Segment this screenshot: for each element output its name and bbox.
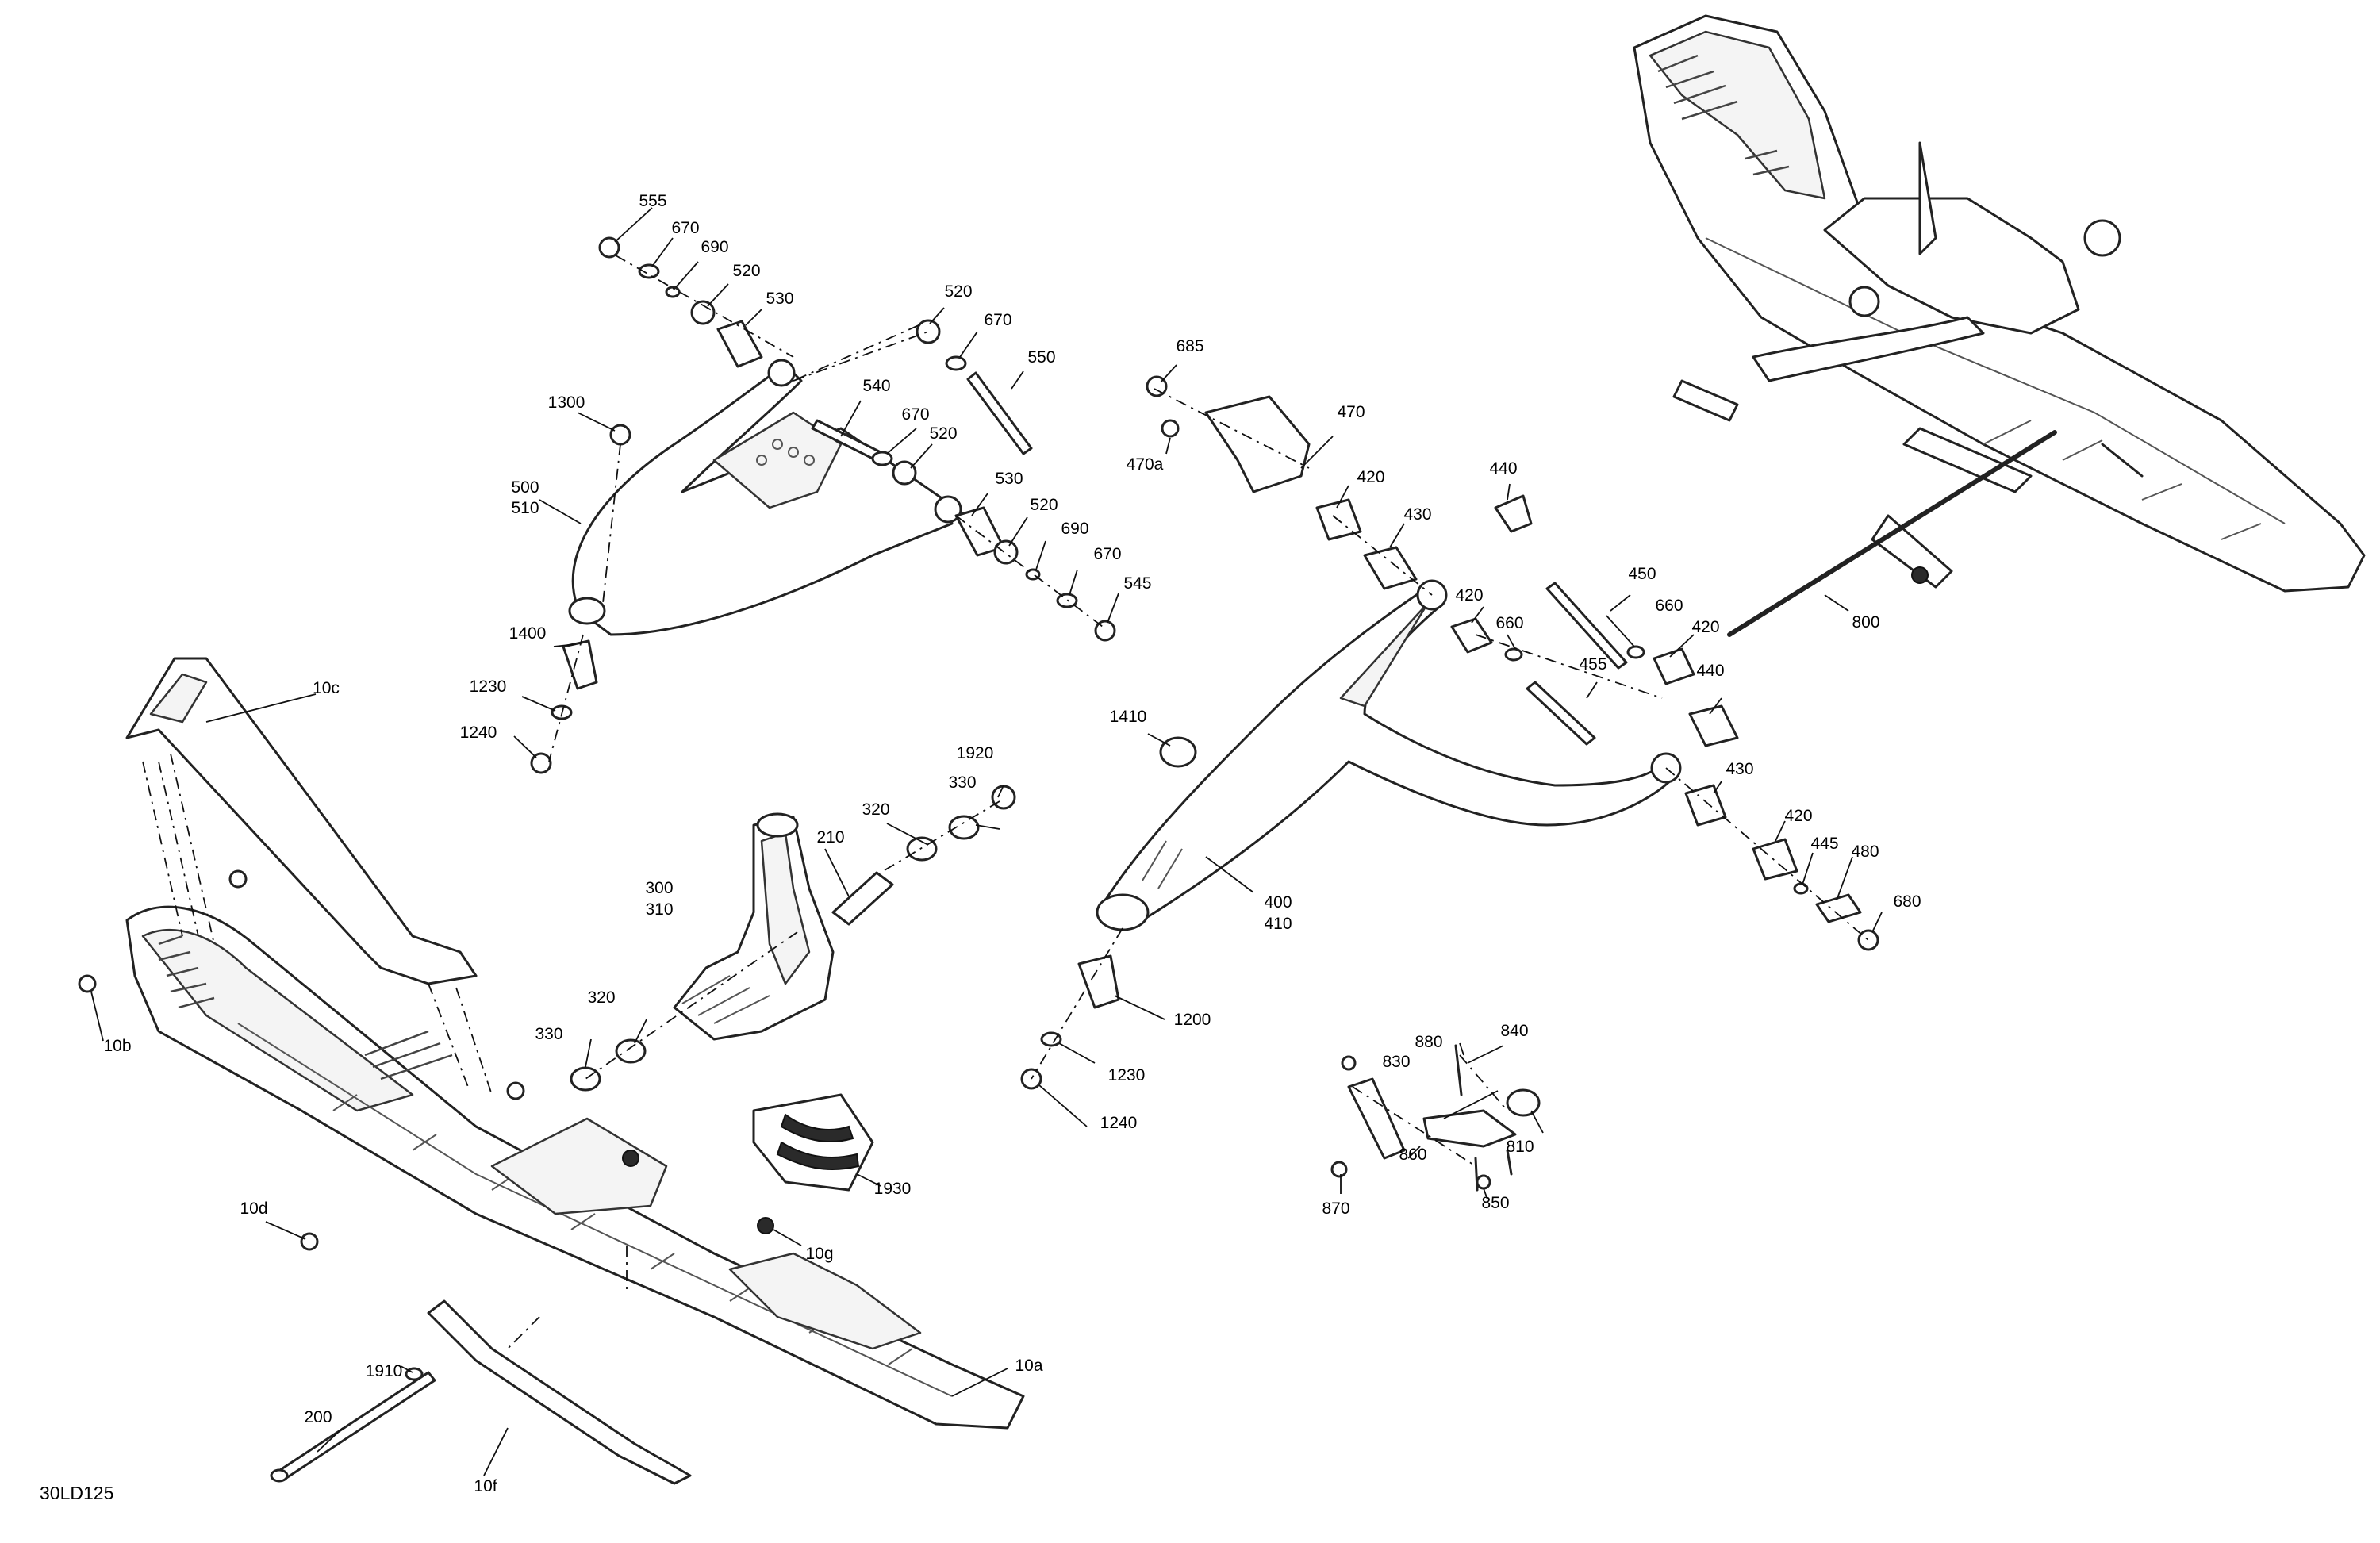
callout-690: 690 <box>701 238 728 256</box>
callout-10a: 10a <box>1015 1357 1042 1375</box>
callout-660: 660 <box>1655 597 1683 615</box>
callout-520: 520 <box>929 424 957 443</box>
callout-440: 440 <box>1489 459 1517 478</box>
callout-545: 545 <box>1123 574 1151 593</box>
callout-labels: 555 670 690 520 530 520 670 550 1300 500… <box>103 192 1921 1495</box>
callout-530: 530 <box>766 290 793 308</box>
lower-arm-hardware <box>1020 375 1879 1090</box>
steering-arm-group <box>1330 1044 1541 1192</box>
callout-420: 420 <box>1784 807 1812 825</box>
callout-1920: 1920 <box>957 744 994 762</box>
callout-860: 860 <box>1399 1146 1426 1164</box>
callout-445: 445 <box>1810 835 1838 853</box>
callout-1410: 1410 <box>1110 708 1147 726</box>
callout-1200: 1200 <box>1174 1011 1211 1029</box>
callout-470a: 470a <box>1127 455 1164 474</box>
callout-10f: 10f <box>474 1477 497 1495</box>
callout-520: 520 <box>732 262 760 280</box>
spindle <box>673 812 835 1041</box>
assembled-ski-view <box>1633 14 2366 637</box>
callout-1400: 1400 <box>509 624 547 643</box>
callout-520: 520 <box>944 282 972 301</box>
callout-800: 800 <box>1852 613 1879 631</box>
wear-pad <box>752 1093 874 1192</box>
callout-1240: 1240 <box>1100 1114 1138 1132</box>
callout-320: 320 <box>587 988 615 1007</box>
callout-455: 455 <box>1579 655 1606 674</box>
callout-1230: 1230 <box>1108 1066 1146 1084</box>
callout-320: 320 <box>862 800 889 819</box>
callout-410: 410 <box>1264 915 1292 933</box>
callout-1930: 1930 <box>874 1180 912 1198</box>
callout-690: 690 <box>1061 520 1088 538</box>
callout-430: 430 <box>1726 760 1753 778</box>
callout-810: 810 <box>1506 1138 1534 1156</box>
callout-450: 450 <box>1628 565 1656 583</box>
callout-1910: 1910 <box>366 1362 403 1380</box>
upper-arm-hardware <box>530 236 1116 774</box>
callout-300: 300 <box>645 879 673 897</box>
callout-555: 555 <box>639 192 666 210</box>
callout-470: 470 <box>1337 403 1365 421</box>
callout-670: 670 <box>984 311 1012 329</box>
callout-670: 670 <box>1093 545 1121 563</box>
callout-685: 685 <box>1176 337 1203 355</box>
callout-500: 500 <box>511 478 539 497</box>
callout-540: 540 <box>862 377 890 395</box>
callout-550: 550 <box>1027 348 1055 367</box>
ski-assembly <box>78 657 1025 1485</box>
callout-420: 420 <box>1357 468 1384 486</box>
callout-830: 830 <box>1382 1053 1410 1071</box>
figure-reference: 30LD125 <box>40 1483 113 1503</box>
callout-530: 530 <box>995 470 1023 488</box>
callout-880: 880 <box>1415 1033 1442 1051</box>
callout-400: 400 <box>1264 893 1292 912</box>
callout-1230: 1230 <box>470 677 507 696</box>
callout-10b: 10b <box>103 1037 131 1055</box>
callout-510: 510 <box>511 499 539 517</box>
callout-430: 430 <box>1403 505 1431 524</box>
callout-680: 680 <box>1893 892 1921 911</box>
upper-a-arm <box>568 359 962 636</box>
alignment-lines <box>142 255 1869 1349</box>
callout-330: 330 <box>948 773 976 792</box>
callout-420: 420 <box>1691 618 1719 636</box>
callout-10c: 10c <box>313 679 340 697</box>
callout-10d: 10d <box>240 1199 267 1218</box>
callout-840: 840 <box>1500 1022 1528 1040</box>
callout-480: 480 <box>1851 843 1879 861</box>
callout-670: 670 <box>671 219 699 237</box>
callout-200: 200 <box>304 1408 332 1426</box>
callout-310: 310 <box>645 900 673 919</box>
callout-440: 440 <box>1696 662 1724 680</box>
leader-lines <box>90 207 1883 1476</box>
callout-670: 670 <box>901 405 929 424</box>
callout-520: 520 <box>1030 496 1058 514</box>
callout-1240: 1240 <box>460 724 497 742</box>
callout-870: 870 <box>1322 1199 1349 1218</box>
callout-850: 850 <box>1481 1194 1509 1212</box>
callout-210: 210 <box>816 828 844 846</box>
callout-10g: 10g <box>805 1245 833 1263</box>
callout-420: 420 <box>1455 586 1483 605</box>
callout-330: 330 <box>535 1025 562 1043</box>
callout-1300: 1300 <box>548 393 585 412</box>
callout-660: 660 <box>1495 614 1523 632</box>
